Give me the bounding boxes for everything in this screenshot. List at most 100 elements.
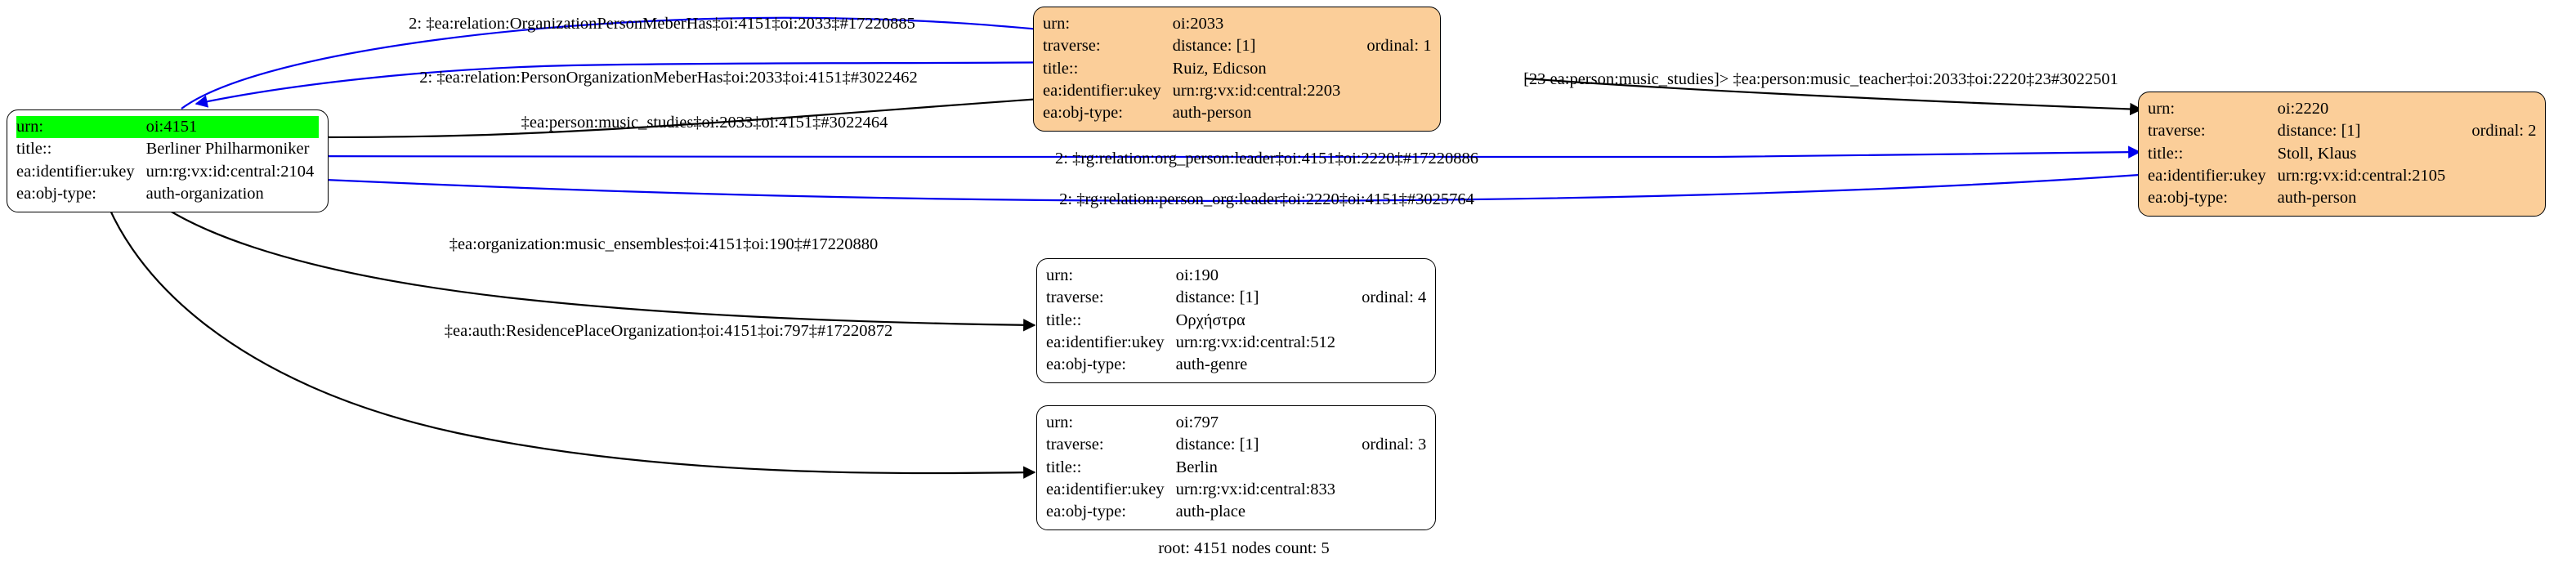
field-extra-ordinal: ordinal: 1 bbox=[1366, 37, 1432, 56]
field-extra-ordinal: ordinal: 4 bbox=[1362, 288, 1427, 307]
edge-label-e8: ‡ea:auth:ResidencePlaceOrganization‡oi:4… bbox=[444, 321, 893, 340]
field-label-ukey: ea:identifier:ukey bbox=[2148, 166, 2266, 185]
field-value-traverse: distance: [1] bbox=[2277, 122, 2361, 141]
table-row: traverse: distance: [1] ordinal: 3 bbox=[1046, 434, 1426, 456]
field-value-objtype: auth-organization bbox=[145, 184, 264, 203]
field-value-ukey: urn:rg:vx:id:central:512 bbox=[1175, 333, 1336, 351]
field-label-traverse: traverse: bbox=[1046, 436, 1104, 454]
field-value-urn: oi:190 bbox=[1175, 266, 1219, 284]
table-row: ea:identifier:ukey urn:rg:vx:id:central:… bbox=[2148, 165, 2536, 187]
field-extra-title bbox=[2450, 143, 2536, 165]
field-label-urn: urn: bbox=[1043, 15, 1071, 33]
table-row: title:: Berliner Philharmoniker bbox=[16, 138, 319, 160]
table-row: title:: Berlin bbox=[1046, 457, 1426, 479]
node-oi-190[interactable]: urn: oi:190 traverse: distance: [1] ordi… bbox=[1036, 258, 1437, 384]
field-label-ukey: ea:identifier:ukey bbox=[1046, 333, 1165, 351]
field-label-urn: urn: bbox=[16, 116, 146, 139]
node-oi-190-table: urn: oi:190 traverse: distance: [1] ordi… bbox=[1046, 265, 1426, 376]
field-value-ukey: urn:rg:vx:id:central:2203 bbox=[1172, 81, 1341, 100]
field-label-objtype: ea:obj-type: bbox=[1046, 503, 1126, 521]
field-label-objtype: ea:obj-type: bbox=[1043, 104, 1123, 122]
field-label-ukey: ea:identifier:ukey bbox=[1046, 480, 1165, 498]
table-row: title:: Stoll, Klaus bbox=[2148, 143, 2536, 165]
edge-label-e6: 2: ‡rg:relation:person_org:leader‡oi:222… bbox=[1059, 190, 1474, 208]
field-value-objtype: auth-person bbox=[2277, 189, 2357, 207]
field-value-urn: oi:4151 bbox=[145, 116, 320, 139]
field-value-traverse: distance: [1] bbox=[1175, 436, 1259, 454]
table-row: ea:obj-type: auth-genre bbox=[1046, 354, 1426, 376]
table-row: ea:identifier:ukey urn:rg:vx:id:central:… bbox=[1043, 80, 1431, 102]
node-oi-2220[interactable]: urn: oi:2220 traverse: distance: [1] ord… bbox=[2138, 92, 2547, 217]
field-label-traverse: traverse: bbox=[1046, 288, 1104, 307]
field-label-title: title:: bbox=[1046, 458, 1082, 476]
node-oi-797[interactable]: urn: oi:797 traverse: distance: [1] ordi… bbox=[1036, 405, 1437, 531]
table-row: ea:obj-type: auth-person bbox=[2148, 187, 2536, 209]
table-row: urn: oi:4151 bbox=[16, 116, 320, 139]
field-value-objtype: auth-place bbox=[1175, 503, 1246, 521]
table-row: ea:obj-type: auth-person bbox=[1043, 102, 1431, 124]
field-extra-ordinal: ordinal: 3 bbox=[1362, 436, 1427, 454]
node-oi-797-table: urn: oi:797 traverse: distance: [1] ordi… bbox=[1046, 412, 1426, 523]
field-label-urn: urn: bbox=[1046, 266, 1074, 284]
field-extra-objtype bbox=[1340, 354, 1426, 376]
field-extra-ordinal: ordinal: 2 bbox=[2471, 122, 2537, 141]
field-label-title: title:: bbox=[1043, 59, 1079, 78]
field-extra-urn bbox=[1340, 265, 1426, 287]
field-label-traverse: traverse: bbox=[2148, 122, 2206, 141]
field-extra-objtype bbox=[1345, 102, 1431, 124]
field-extra-objtype bbox=[2450, 187, 2536, 209]
node-oi-2033-table: urn: oi:2033 traverse: distance: [1] ord… bbox=[1043, 13, 1431, 124]
edge-label-e1: 2: ‡ea:relation:OrganizationPersonMeberH… bbox=[409, 14, 915, 33]
table-row: traverse: distance: [1] ordinal: 2 bbox=[2148, 120, 2536, 142]
field-value-objtype: auth-person bbox=[1172, 104, 1252, 122]
field-value-traverse: distance: [1] bbox=[1175, 288, 1259, 307]
field-label-objtype: ea:obj-type: bbox=[16, 184, 96, 203]
field-extra-title bbox=[1340, 310, 1426, 332]
field-extra-ukey bbox=[1345, 80, 1431, 102]
field-value-title: Stoll, Klaus bbox=[2277, 144, 2357, 163]
field-value-urn: oi:2033 bbox=[1172, 15, 1224, 33]
field-value-objtype: auth-genre bbox=[1175, 355, 1248, 373]
table-row: ea:identifier:ukey urn:rg:vx:id:central:… bbox=[16, 161, 319, 183]
field-extra-ukey bbox=[1340, 332, 1426, 354]
node-oi-2033[interactable]: urn: oi:2033 traverse: distance: [1] ord… bbox=[1033, 7, 1442, 132]
field-extra-title bbox=[1340, 457, 1426, 479]
node-oi-2220-table: urn: oi:2220 traverse: distance: [1] ord… bbox=[2148, 98, 2536, 209]
field-extra-ukey bbox=[2450, 165, 2536, 187]
edge-label-e2: 2: ‡ea:relation:PersonOrganizationMeberH… bbox=[419, 68, 918, 87]
table-row: ea:obj-type: auth-place bbox=[1046, 501, 1426, 523]
field-value-title: Berlin bbox=[1175, 458, 1218, 476]
field-label-objtype: ea:obj-type: bbox=[1046, 355, 1126, 373]
field-value-traverse: distance: [1] bbox=[1172, 37, 1256, 56]
field-value-title: Berliner Philharmoniker bbox=[145, 140, 310, 159]
edge-label-e4: [23 ea:person:music_studies]> ‡ea:person… bbox=[1523, 69, 2118, 88]
field-value-urn: oi:2220 bbox=[2277, 100, 2329, 118]
field-value-ukey: urn:rg:vx:id:central:2104 bbox=[145, 162, 315, 181]
table-row: urn: oi:2033 bbox=[1043, 13, 1431, 35]
table-row: urn: oi:190 bbox=[1046, 265, 1426, 287]
field-value-title: Ορχήστρα bbox=[1175, 311, 1246, 329]
field-label-urn: urn: bbox=[1046, 413, 1074, 431]
field-label-objtype: ea:obj-type: bbox=[2148, 189, 2228, 207]
field-extra-urn bbox=[1345, 13, 1431, 35]
edge-label-e7: ‡ea:organization:music_ensembles‡oi:4151… bbox=[449, 235, 879, 253]
field-extra-urn bbox=[1340, 412, 1426, 434]
field-value-ukey: urn:rg:vx:id:central:833 bbox=[1175, 480, 1336, 498]
field-extra-urn bbox=[2450, 98, 2536, 120]
table-row: traverse: distance: [1] ordinal: 1 bbox=[1043, 35, 1431, 57]
field-label-ukey: ea:identifier:ukey bbox=[16, 162, 135, 181]
table-row: ea:identifier:ukey urn:rg:vx:id:central:… bbox=[1046, 479, 1426, 501]
table-row: traverse: distance: [1] ordinal: 4 bbox=[1046, 287, 1426, 309]
table-row: urn: oi:797 bbox=[1046, 412, 1426, 434]
field-label-title: title:: bbox=[2148, 144, 2184, 163]
edge-label-e3: ‡ea:person:music_studies‡oi:2033‡oi:4151… bbox=[521, 113, 888, 132]
field-label-title: title:: bbox=[16, 140, 52, 159]
field-value-title: Ruiz, Edicson bbox=[1172, 59, 1267, 78]
field-label-title: title:: bbox=[1046, 311, 1082, 329]
field-value-urn: oi:797 bbox=[1175, 413, 1219, 431]
field-extra-ukey bbox=[1340, 479, 1426, 501]
field-extra-objtype bbox=[1340, 501, 1426, 523]
node-oi-4151[interactable]: urn: oi:4151 title:: Berliner Philharmon… bbox=[7, 109, 329, 212]
graph-caption: root: 4151 nodes count: 5 bbox=[1158, 539, 1330, 557]
